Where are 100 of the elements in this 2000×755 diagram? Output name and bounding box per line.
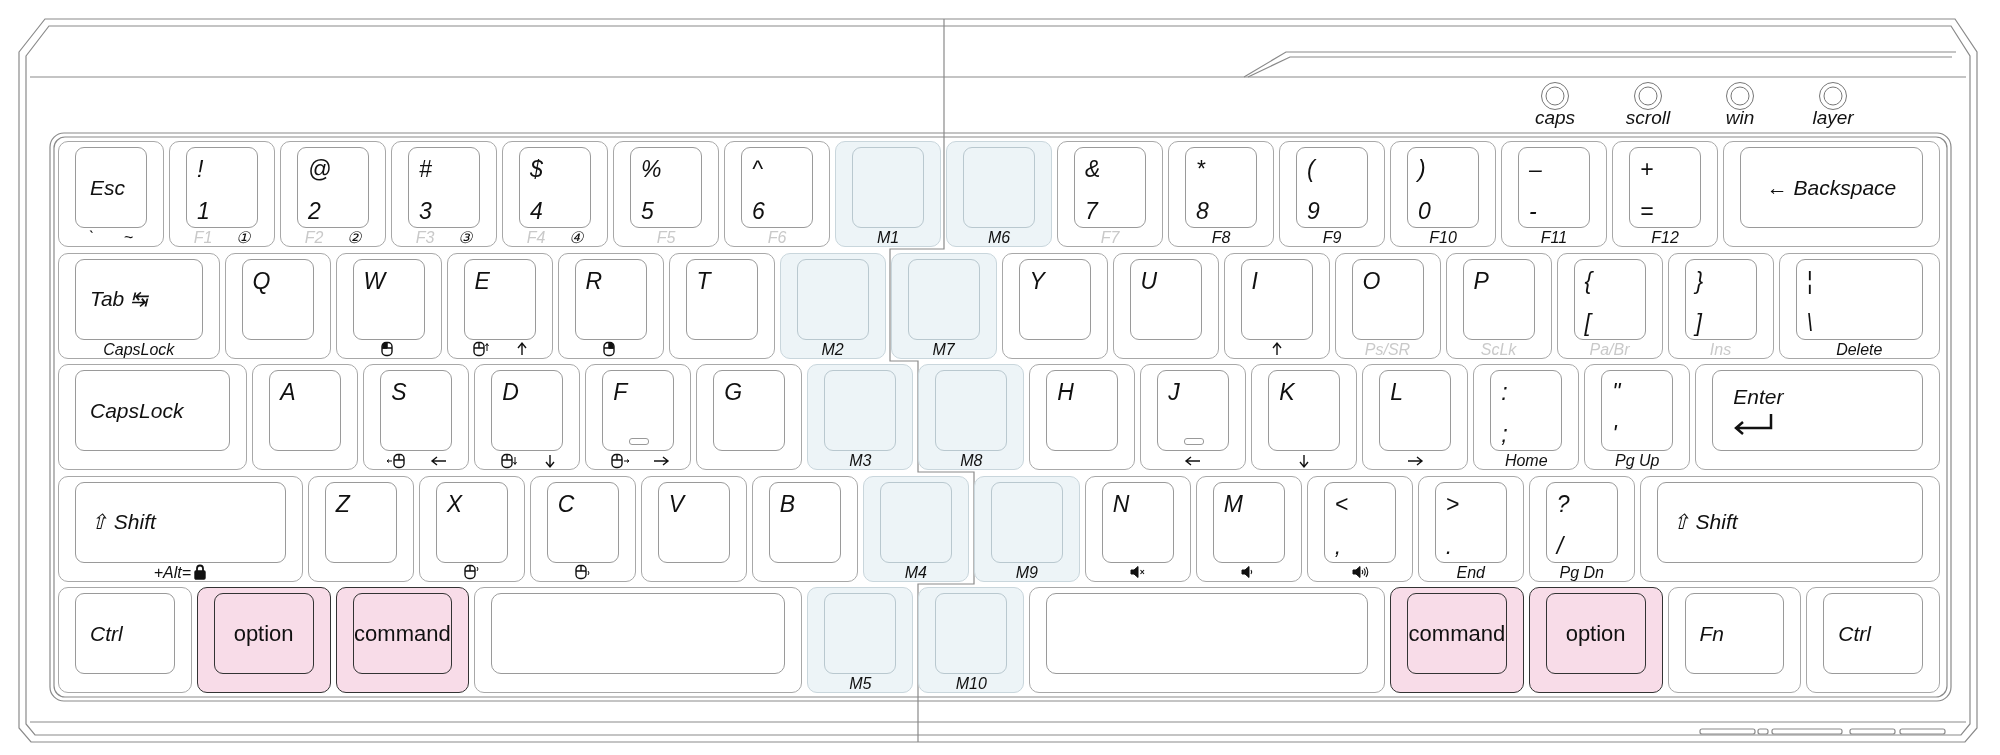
key [835,141,941,247]
key-legend: , [1334,533,1342,558]
key-legend: 3 [419,199,432,223]
key [1695,364,1940,470]
key-legend: CapsLock [90,398,184,423]
key [1528,587,1663,693]
key-legend: I [1251,268,1258,293]
indicator-light [1818,81,1848,111]
key [280,141,386,247]
key-legend: Ctrl [90,621,123,646]
key [724,141,830,247]
key [918,587,1025,693]
key [1001,252,1108,359]
key [502,141,608,247]
key [1251,364,1358,470]
key-legend: J [1168,380,1180,404]
key-legend: M [1223,491,1243,516]
key [1723,141,1940,247]
key-legend: / [1556,533,1564,558]
key [529,475,636,582]
key [1223,252,1330,359]
key [1168,141,1274,247]
key-legend: U [1140,268,1158,293]
key-legend: Z [335,491,350,516]
key-sublabel: Home [1504,452,1548,469]
key [391,141,497,247]
key-sublabel: M6 [987,229,1011,246]
key [807,587,914,693]
key-sublabel: F10 [1429,229,1457,246]
key-sublabel: F12 [1651,229,1679,246]
key-legend: ' [1612,422,1617,446]
key [1279,141,1385,247]
key-legend: 1 [197,199,210,223]
key-legend: command [1408,621,1506,646]
key-legend: . [1445,533,1453,558]
key-legend: Fn [1699,621,1724,646]
key [751,475,858,582]
key-legend: $ [530,157,543,181]
key-legend: Ctrl [1838,621,1871,646]
key-legend: ; [1501,422,1508,446]
key [1473,364,1580,470]
key-legend: P [1473,268,1489,293]
key [640,475,747,582]
key [1667,252,1774,359]
key [1029,364,1136,470]
key-legend: 9 [1307,199,1320,223]
key [1306,475,1413,582]
indicator-label: win [1725,107,1755,129]
key [1029,587,1385,693]
key [1667,587,1802,693]
key-legend: # [419,157,432,181]
key [557,252,664,359]
key-legend: B [779,491,796,516]
key [1195,475,1302,582]
key [474,364,581,470]
key-legend: 8 [1196,199,1209,223]
key-legend: O [1362,268,1381,293]
key-legend: W [363,268,386,293]
key [1445,252,1552,359]
key-legend: } [1695,268,1704,293]
key-legend: ^ [752,157,763,181]
key [1528,475,1635,582]
key [807,364,914,470]
key-legend: : [1501,380,1508,404]
key-legend: " [1612,380,1621,404]
key-legend: S [391,380,407,404]
key-legend: command [354,621,451,646]
key-legend: % [641,157,662,181]
key [779,252,886,359]
key [58,587,192,693]
key-legend: Esc [90,175,125,200]
key [335,252,442,359]
key-legend: - [1529,199,1537,223]
key [1584,364,1691,470]
indicator-light [1633,81,1663,111]
key [1806,587,1940,693]
key-sublabel: End [1456,563,1485,581]
key [946,141,1052,247]
key-legend: option [233,621,294,646]
key-legend: Tab ↹ [90,287,149,311]
key [335,587,470,693]
key-legend: { [1584,268,1593,293]
key-sublabel: M4 [904,563,927,581]
key-sublabel: Pg Up [1615,452,1660,469]
indicator-light [1540,81,1570,111]
key-legend: V [668,491,685,516]
key-sublabel: ① [236,229,251,246]
key [58,364,248,470]
key-legend: > [1445,491,1460,516]
key-legend: L [1390,380,1404,404]
key-legend: N [1112,491,1130,516]
key [1417,475,1524,582]
key [613,141,719,247]
key-legend: = [1640,199,1654,223]
key [1390,141,1496,247]
key-legend: ! [197,157,204,181]
key [973,475,1080,582]
key [224,252,331,359]
key [585,364,692,470]
key-sublabel: ③ [458,229,473,246]
